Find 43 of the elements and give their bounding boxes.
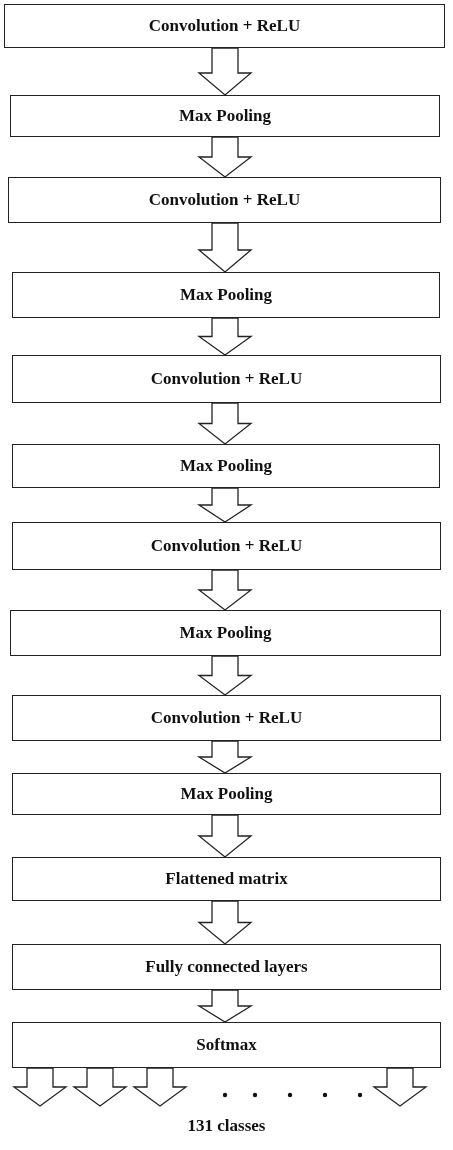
layer-box xyxy=(10,95,440,137)
layer-box xyxy=(12,1022,441,1068)
layer-label: Max Pooling xyxy=(179,623,272,643)
block-arrow xyxy=(12,1067,68,1107)
layer-box xyxy=(12,355,441,403)
output-label: 131 classes xyxy=(186,1116,267,1136)
layer-box xyxy=(8,177,441,223)
layer-box xyxy=(10,610,441,656)
layer-label: Convolution + ReLU xyxy=(148,190,301,210)
block-arrow xyxy=(72,1067,128,1107)
block-arrow xyxy=(197,655,253,696)
block-arrow xyxy=(197,222,253,273)
block-arrow xyxy=(372,1067,428,1107)
layer-box xyxy=(12,444,440,488)
layer-box xyxy=(4,4,445,48)
layer-label: Fully connected layers xyxy=(145,957,308,977)
layer-label: Flattened matrix xyxy=(165,869,288,889)
block-arrow xyxy=(197,402,253,445)
block-arrow xyxy=(196,740,254,774)
block-arrow xyxy=(196,317,254,356)
layer-label: Max Pooling xyxy=(179,456,273,476)
block-arrow xyxy=(197,900,253,945)
block-arrow xyxy=(196,989,254,1023)
block-arrow xyxy=(197,569,253,611)
layer-box xyxy=(12,695,441,741)
layer-label: Convolution + ReLU xyxy=(150,536,303,556)
block-arrow xyxy=(197,136,253,178)
layer-label: Convolution + ReLU xyxy=(150,708,303,728)
layer-label: Softmax xyxy=(196,1035,257,1055)
layer-box xyxy=(12,272,440,318)
block-arrow xyxy=(197,47,253,96)
block-arrow xyxy=(197,814,253,858)
layer-box xyxy=(12,773,441,815)
layer-label: Max Pooling xyxy=(178,106,272,126)
layer-box xyxy=(12,522,441,570)
block-arrow xyxy=(132,1067,188,1107)
layer-label: Convolution + ReLU xyxy=(148,16,301,36)
layer-label: Convolution + ReLU xyxy=(150,369,303,389)
layer-label: Max Pooling xyxy=(179,285,273,305)
layer-box xyxy=(12,944,441,990)
layer-box xyxy=(12,857,441,901)
layer-label: Max Pooling xyxy=(180,784,273,804)
block-arrow xyxy=(196,487,254,523)
